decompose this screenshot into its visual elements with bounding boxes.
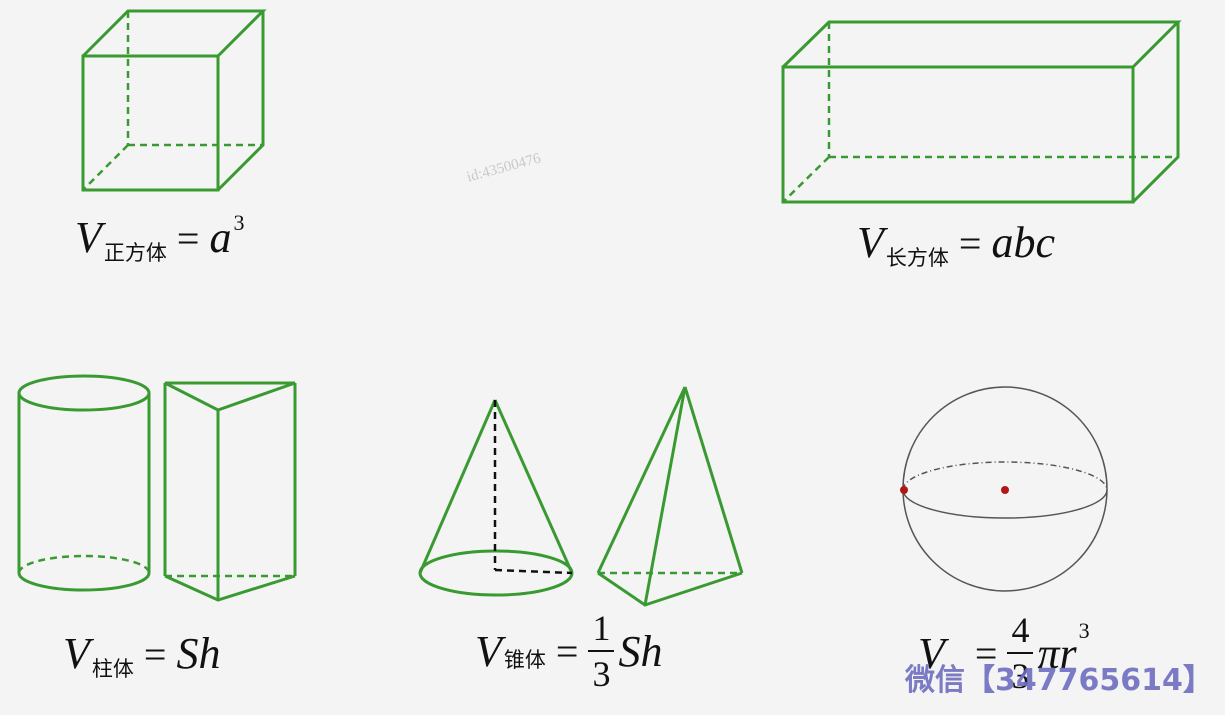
pyramid-drawing bbox=[596, 386, 744, 607]
cylinder-bottom-back bbox=[17, 554, 151, 574]
formula-rhs: abc bbox=[991, 218, 1055, 267]
equals-sign: = bbox=[958, 221, 982, 266]
formula-subscript: 柱体 bbox=[91, 657, 134, 681]
exponent: 3 bbox=[1078, 618, 1090, 643]
wechat-watermark: 微信【347765614】 bbox=[905, 663, 1213, 698]
cube-formula: V正方体 =a3 bbox=[75, 210, 245, 265]
cube-hidden-edges bbox=[82, 11, 263, 191]
formula-rhs: πr bbox=[1037, 628, 1077, 678]
equals-sign: = bbox=[176, 216, 200, 261]
sphere-equator-back bbox=[902, 461, 1108, 491]
cube-top-right-edges bbox=[81, 9, 267, 58]
volume-symbol: V bbox=[475, 626, 502, 676]
formula-rhs: a bbox=[209, 213, 232, 262]
formula-subscript: 长方体 bbox=[885, 246, 949, 270]
prism-formula: V柱体 =Sh bbox=[63, 628, 221, 681]
volume-symbol: V bbox=[75, 213, 102, 262]
cube-drawing bbox=[81, 9, 267, 192]
cylinder-bottom-front bbox=[17, 572, 151, 592]
formula-rhs: Sh bbox=[618, 626, 663, 676]
cuboid-hidden-edges bbox=[782, 22, 1178, 203]
denominator: 3 bbox=[592, 654, 611, 694]
cuboid-front-face bbox=[781, 65, 1135, 204]
sphere-drawing bbox=[900, 386, 1108, 592]
cube-right-edge bbox=[216, 11, 265, 192]
cone-radius bbox=[494, 568, 573, 575]
cube-front-face bbox=[81, 54, 220, 192]
equals-sign: = bbox=[143, 632, 167, 677]
numerator: 1 bbox=[588, 610, 615, 652]
denominator: 3 bbox=[1011, 656, 1030, 696]
equals-sign: = bbox=[974, 630, 998, 676]
cone-drawing bbox=[418, 399, 574, 597]
cuboid-top-right-edges bbox=[781, 20, 1182, 69]
cuboid-drawing bbox=[781, 20, 1182, 204]
formula-subscript: 锥体 bbox=[503, 648, 546, 672]
exponent: 3 bbox=[233, 210, 245, 235]
cylinder-drawing bbox=[17, 374, 151, 592]
sphere-center-dot bbox=[1001, 486, 1009, 494]
volume-symbol: V bbox=[63, 629, 90, 678]
volume-symbol: V bbox=[857, 218, 884, 267]
sphere-edge-dot bbox=[900, 486, 908, 494]
cuboid-formula: V长方体 =abc bbox=[857, 217, 1055, 270]
formula-subscript: 正方体 bbox=[103, 241, 167, 265]
formula-rhs: Sh bbox=[176, 629, 221, 678]
numerator: 4 bbox=[1007, 612, 1034, 654]
sphere-equator-front bbox=[902, 489, 1108, 519]
volume-symbol: V bbox=[918, 628, 945, 678]
cylinder-top bbox=[17, 374, 151, 412]
equals-sign: = bbox=[555, 628, 579, 674]
triangular-prism-drawing bbox=[163, 381, 297, 602]
cuboid-right-edge bbox=[1131, 22, 1180, 204]
prism-top-face bbox=[164, 381, 296, 412]
